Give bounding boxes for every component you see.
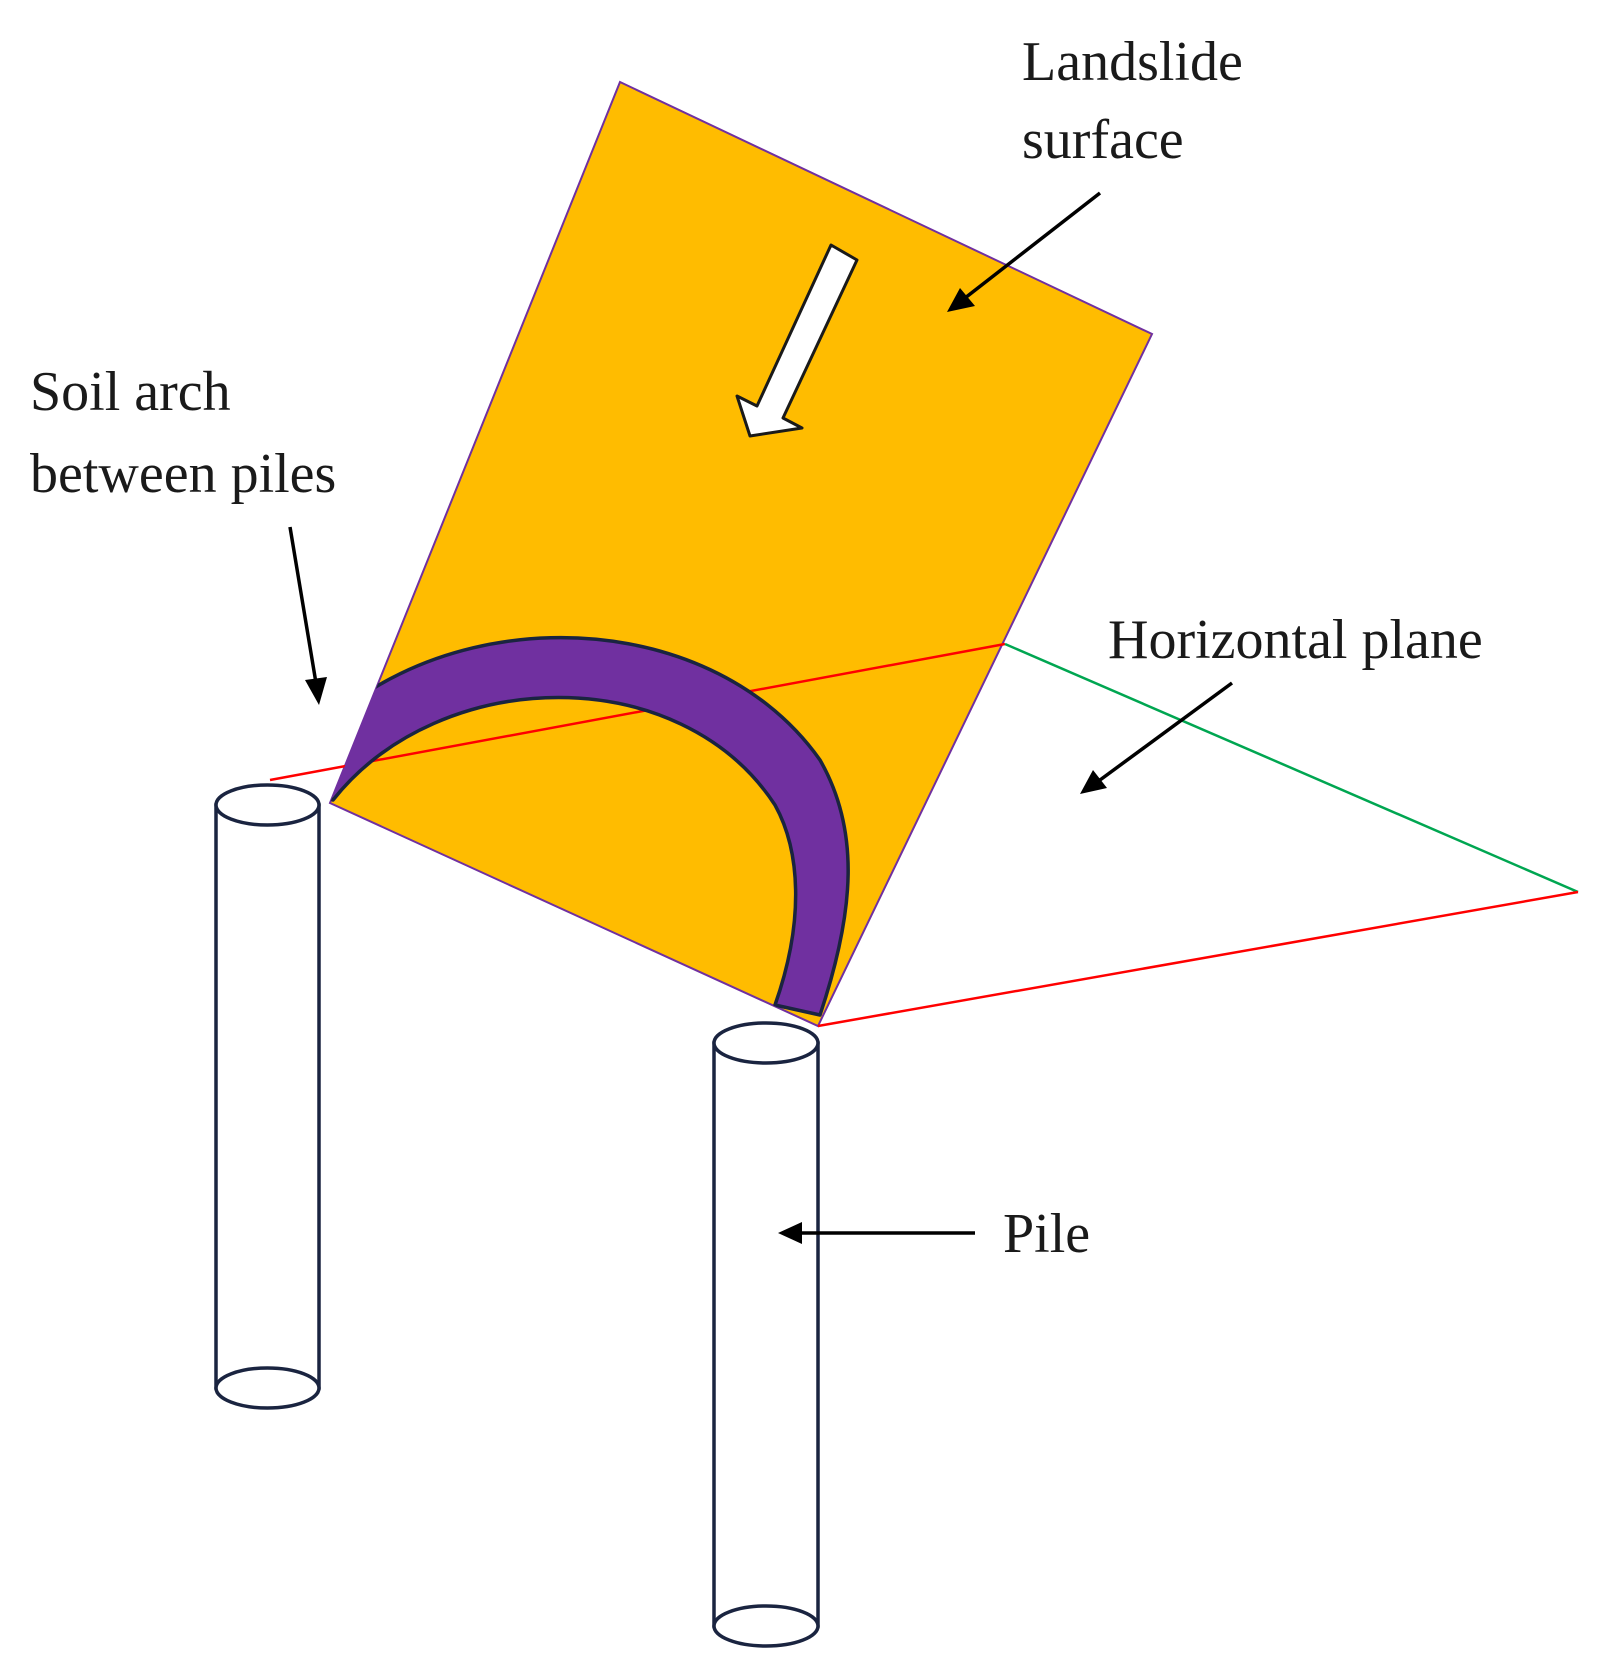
- horizontal-plane-right-edge: [1004, 642, 1579, 894]
- pile-right-top-cap: [712, 1021, 820, 1065]
- soil-arch: [330, 635, 850, 1017]
- sliding-direction-arrow-icon: [735, 243, 859, 438]
- pile-pointer: [778, 1222, 975, 1244]
- horizontal-plane-pointer: [1080, 681, 1234, 794]
- pile-right: [712, 1021, 820, 1648]
- horizontal-plane: [269, 642, 1579, 1028]
- horizontal-plane-label: Horizontal plane: [1108, 609, 1483, 671]
- pile-left-top-cap: [214, 783, 321, 827]
- soil-arch-label-line2: between piles: [30, 443, 336, 505]
- pile-left-bottom-cap: [214, 1366, 321, 1410]
- horizontal-plane-back-edge: [269, 642, 1006, 782]
- pile-right-bottom-cap: [712, 1604, 820, 1648]
- pile-label: Pile: [1003, 1203, 1090, 1265]
- landslide-surface-label-line2: surface: [1022, 109, 1184, 171]
- landslide-surface-pointer: [947, 191, 1102, 312]
- landslide-surface: [328, 80, 1154, 1028]
- soil-arch-label-line1: Soil arch: [30, 361, 231, 423]
- pile-left: [214, 783, 321, 1410]
- horizontal-plane-front-edge: [817, 890, 1579, 1028]
- soil-arch-pointer: [288, 526, 327, 705]
- landslide-surface-label-line1: Landslide: [1022, 31, 1243, 93]
